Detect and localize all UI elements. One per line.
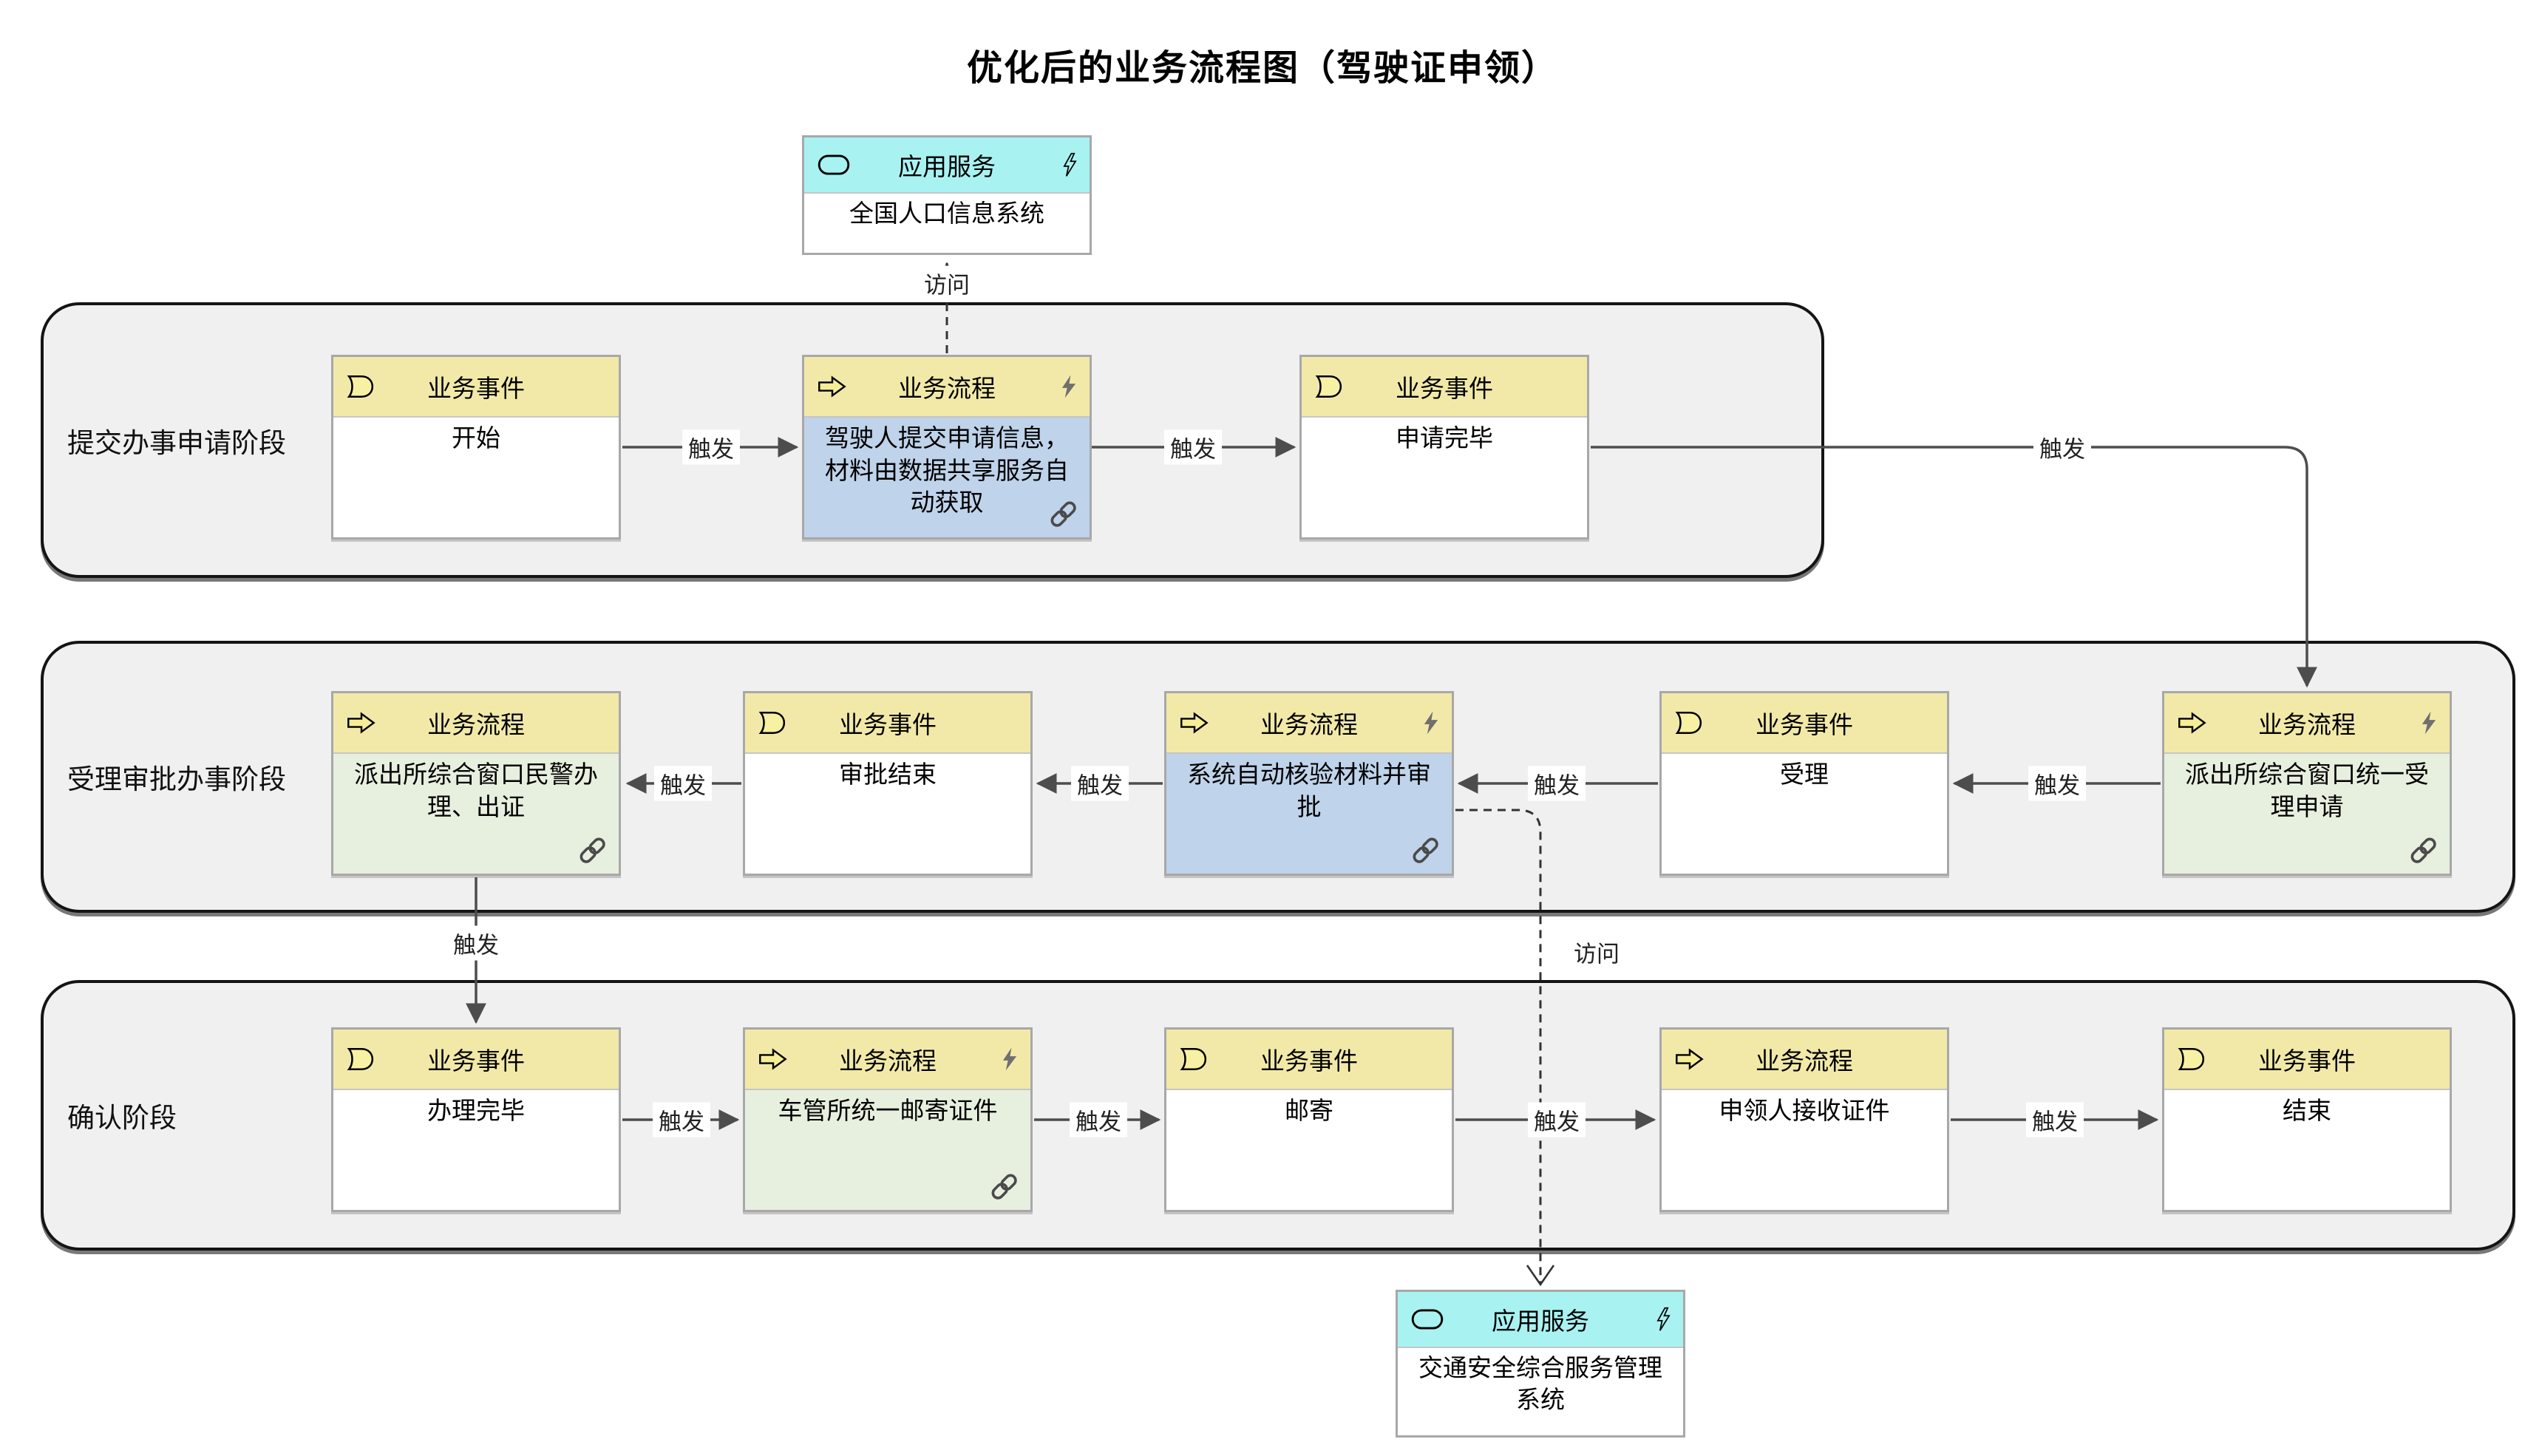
edge-label-trigger: 触发 bbox=[1071, 766, 1129, 801]
node-process-police-window-issue[interactable]: 业务流程 派出所综合窗口民警办理、出证 bbox=[331, 691, 621, 876]
app-service-header: 应用服务 bbox=[1398, 1292, 1683, 1348]
node-header: 业务流程 bbox=[804, 357, 1090, 418]
lightning-icon bbox=[2421, 711, 2438, 735]
node-header: 业务事件 bbox=[333, 1030, 619, 1090]
edge-label-trigger: 触发 bbox=[447, 925, 505, 961]
node-process-unified-acceptance[interactable]: 业务流程 派出所综合窗口统一受理申请 bbox=[2162, 691, 2452, 876]
node-name: 车管所统一邮寄证件 bbox=[745, 1090, 1030, 1210]
node-event-approval-finished[interactable]: 业务事件 审批结束 bbox=[743, 691, 1033, 876]
app-service-type-label: 应用服务 bbox=[1492, 1307, 1589, 1336]
edge-label-access: 访问 bbox=[1568, 934, 1625, 970]
node-type-label: 业务事件 bbox=[427, 374, 525, 403]
link-icon bbox=[576, 834, 610, 868]
node-header: 业务事件 bbox=[333, 357, 619, 418]
edge-label-trigger: 触发 bbox=[1070, 1102, 1127, 1137]
edge-label-access: 访问 bbox=[918, 265, 976, 301]
node-type-label: 业务流程 bbox=[2258, 710, 2356, 739]
node-type-label: 业务事件 bbox=[2258, 1047, 2356, 1075]
node-process-submit-application[interactable]: 业务流程 驾驶人提交申请信息，材料由数据共享服务自动获取 bbox=[802, 355, 1092, 540]
node-type-label: 业务事件 bbox=[839, 710, 937, 739]
node-name: 邮寄 bbox=[1166, 1090, 1452, 1210]
edge-label-trigger: 触发 bbox=[654, 766, 712, 801]
node-type-label: 业务流程 bbox=[1756, 1047, 1853, 1075]
node-name: 申请完毕 bbox=[1302, 418, 1587, 537]
node-type-label: 业务事件 bbox=[1260, 1047, 1358, 1075]
node-header: 业务事件 bbox=[1166, 1030, 1452, 1090]
edge-label-trigger: 触发 bbox=[2033, 429, 2091, 465]
node-event-mailed[interactable]: 业务事件 邮寄 bbox=[1164, 1027, 1454, 1212]
node-type-label: 业务事件 bbox=[427, 1047, 525, 1075]
node-type-label: 业务流程 bbox=[427, 710, 525, 739]
node-type-label: 业务流程 bbox=[898, 374, 996, 403]
app-service-type-label: 应用服务 bbox=[898, 152, 996, 181]
node-name: 派出所综合窗口统一受理申请 bbox=[2164, 754, 2450, 874]
node-type-label: 业务事件 bbox=[1756, 710, 1853, 739]
edge-label-trigger: 触发 bbox=[682, 429, 740, 465]
node-name: 驾驶人提交申请信息，材料由数据共享服务自动获取 bbox=[804, 418, 1090, 537]
link-icon bbox=[2407, 834, 2441, 868]
node-name: 办理完毕 bbox=[333, 1090, 619, 1210]
link-icon bbox=[1409, 834, 1443, 868]
lightning-outline-icon bbox=[1062, 153, 1078, 177]
node-header: 业务事件 bbox=[1662, 693, 1947, 754]
node-event-processing-done[interactable]: 业务事件 办理完毕 bbox=[331, 1027, 621, 1212]
node-process-auto-verify-approve[interactable]: 业务流程 系统自动核验材料并审批 bbox=[1164, 691, 1454, 876]
node-name: 派出所综合窗口民警办理、出证 bbox=[333, 754, 619, 874]
node-name: 结束 bbox=[2164, 1090, 2450, 1210]
node-event-application-complete[interactable]: 业务事件 申请完毕 bbox=[1299, 355, 1589, 540]
node-type-label: 业务流程 bbox=[839, 1047, 937, 1075]
node-header: 业务事件 bbox=[1302, 357, 1587, 418]
node-header: 业务流程 bbox=[1662, 1030, 1947, 1090]
link-icon bbox=[1047, 497, 1081, 531]
page-title: 优化后的业务流程图（驾驶证申领） bbox=[966, 47, 1558, 89]
node-name: 开始 bbox=[333, 418, 619, 537]
node-header: 业务流程 bbox=[745, 1030, 1030, 1090]
node-name: 受理 bbox=[1662, 754, 1947, 874]
edge-label-trigger: 触发 bbox=[653, 1102, 710, 1137]
lane-submit-stage-label: 提交办事申请阶段 bbox=[67, 426, 286, 459]
edge-label-trigger: 触发 bbox=[2026, 1102, 2084, 1137]
app-service-national-population-system[interactable]: 应用服务 全国人口信息系统 bbox=[802, 135, 1092, 255]
node-type-label: 业务事件 bbox=[1396, 374, 1493, 403]
app-service-header: 应用服务 bbox=[804, 137, 1090, 194]
app-service-name: 全国人口信息系统 bbox=[849, 199, 1044, 228]
node-event-start[interactable]: 业务事件 开始 bbox=[331, 355, 621, 540]
node-header: 业务事件 bbox=[2164, 1030, 2450, 1090]
edge-label-trigger: 触发 bbox=[2028, 766, 2086, 801]
node-name: 系统自动核验材料并审批 bbox=[1166, 754, 1452, 874]
node-type-label: 业务流程 bbox=[1260, 710, 1358, 739]
lane-accept-approve-stage-label: 受理审批办事阶段 bbox=[67, 763, 286, 795]
node-event-end[interactable]: 业务事件 结束 bbox=[2162, 1027, 2452, 1212]
node-header: 业务流程 bbox=[2164, 693, 2450, 754]
lightning-icon bbox=[1002, 1047, 1019, 1072]
link-icon bbox=[988, 1170, 1022, 1204]
node-header: 业务流程 bbox=[333, 693, 619, 754]
node-header: 业务流程 bbox=[1166, 693, 1452, 754]
edge-label-trigger: 触发 bbox=[1528, 1102, 1586, 1137]
access-open-arrowhead bbox=[1526, 1265, 1555, 1287]
node-name: 申领人接收证件 bbox=[1662, 1090, 1947, 1210]
node-process-dmv-mail-license[interactable]: 业务流程 车管所统一邮寄证件 bbox=[743, 1027, 1033, 1212]
lightning-outline-icon bbox=[1656, 1307, 1671, 1332]
node-name: 审批结束 bbox=[745, 754, 1030, 874]
edge-label-trigger: 触发 bbox=[1528, 766, 1586, 801]
node-process-applicant-receive[interactable]: 业务流程 申领人接收证件 bbox=[1659, 1027, 1949, 1212]
lightning-icon bbox=[1423, 711, 1440, 735]
node-event-accepted[interactable]: 业务事件 受理 bbox=[1659, 691, 1949, 876]
node-header: 业务事件 bbox=[745, 693, 1030, 754]
edge-label-trigger: 触发 bbox=[1164, 429, 1222, 465]
lane-confirm-stage-label: 确认阶段 bbox=[67, 1102, 177, 1134]
app-service-traffic-safety-system[interactable]: 应用服务 交通安全综合服务管理系统 bbox=[1396, 1290, 1685, 1438]
lightning-icon bbox=[1061, 375, 1078, 399]
app-service-name: 交通安全综合服务管理系统 bbox=[1418, 1353, 1662, 1414]
